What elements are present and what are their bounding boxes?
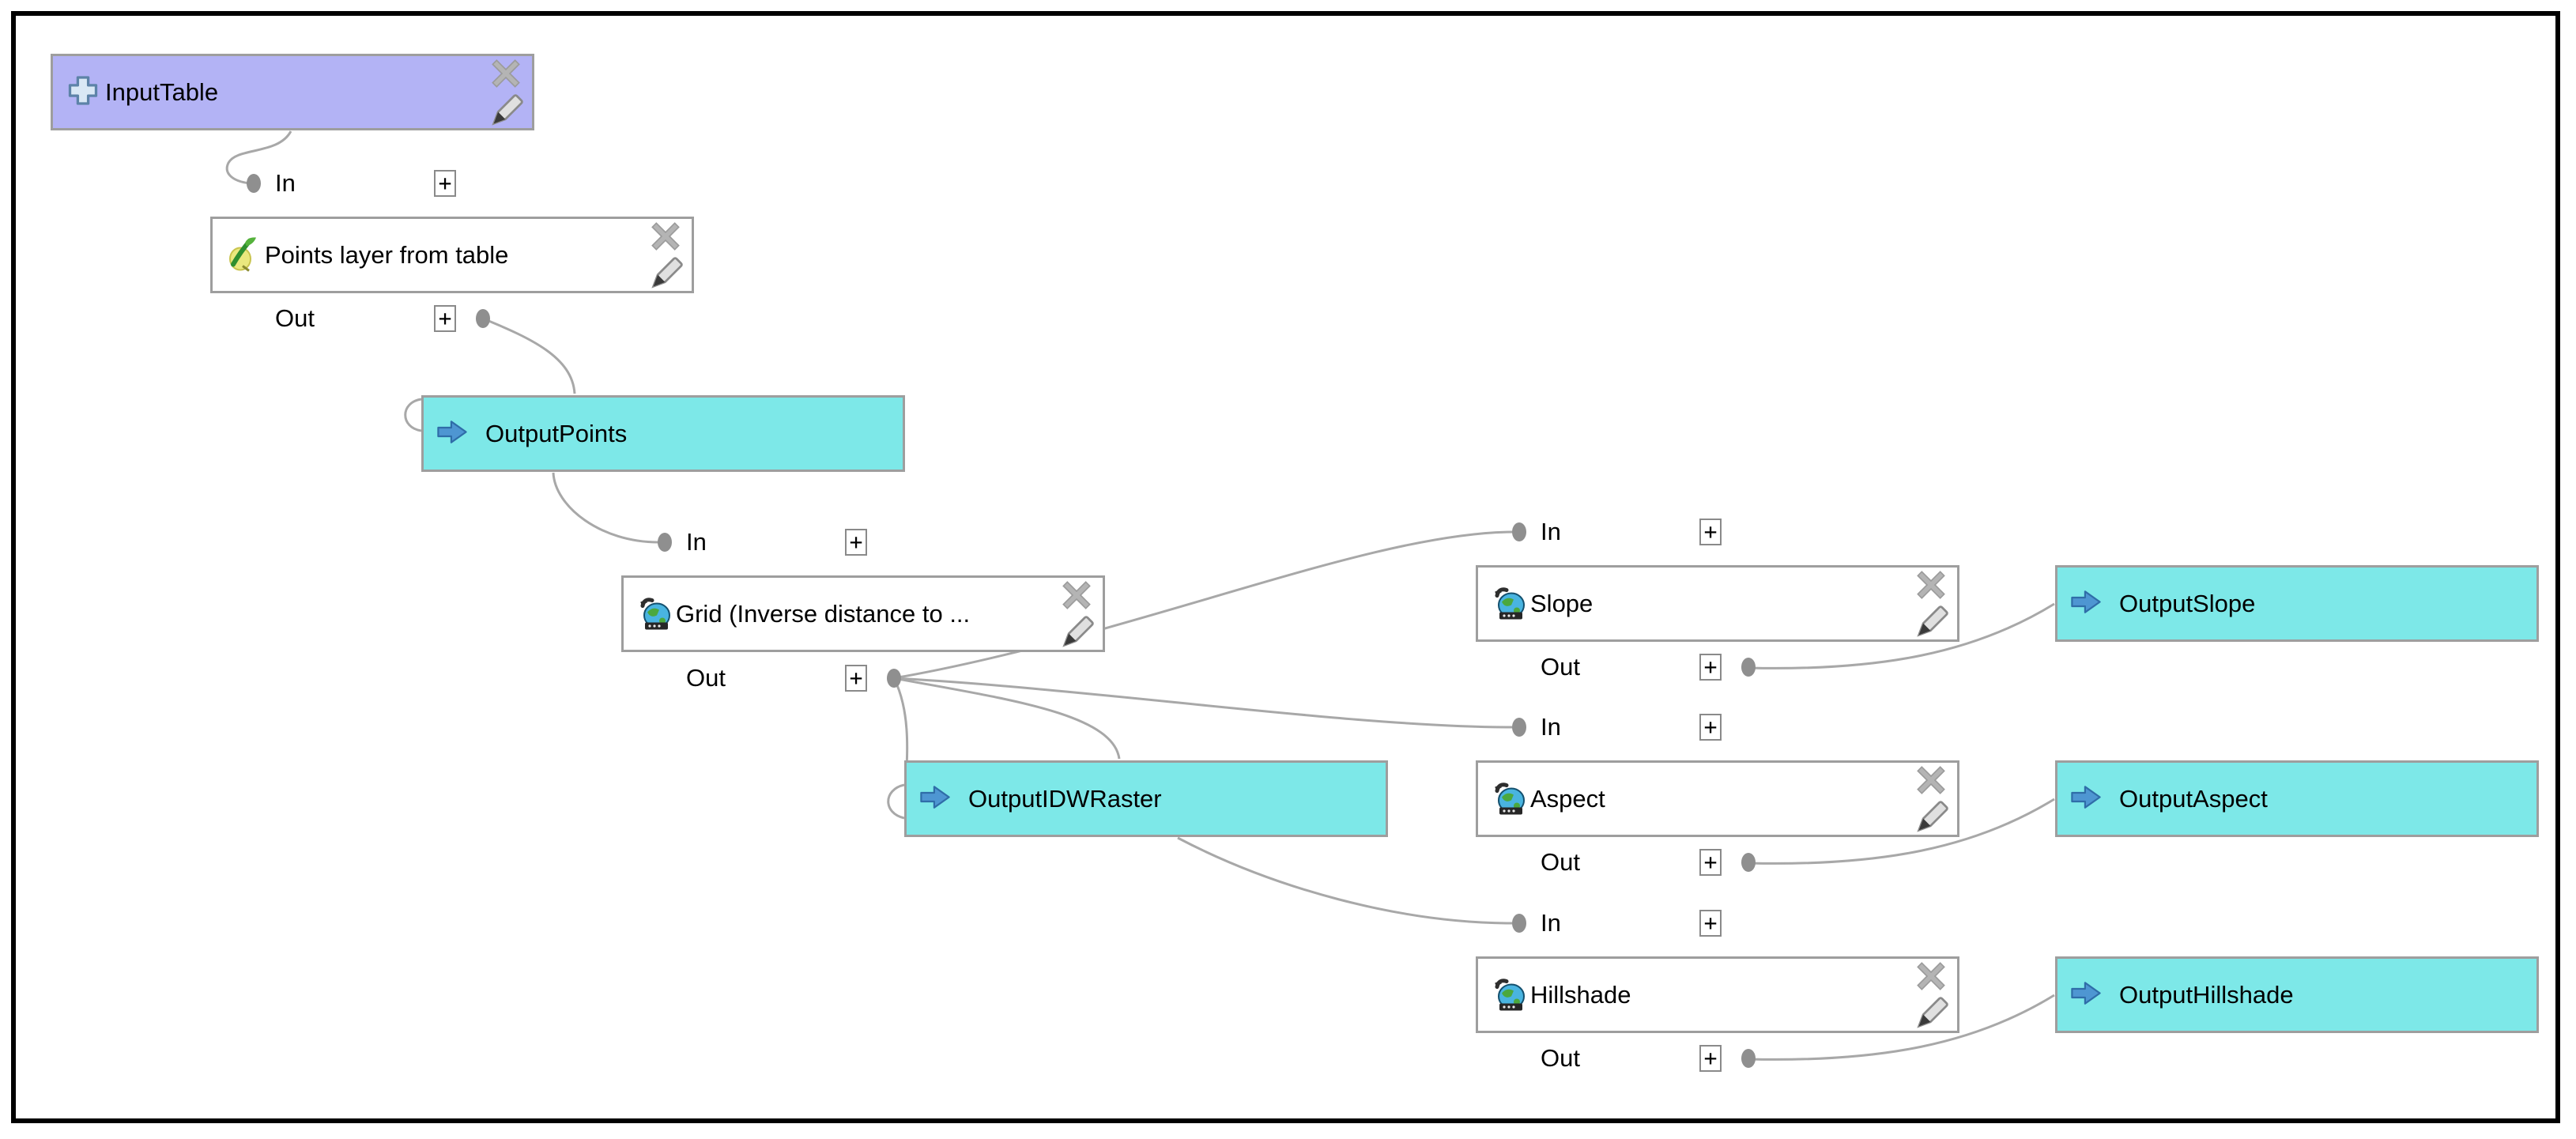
- connector: [893, 530, 1513, 680]
- port-label-in: In: [1541, 909, 1561, 937]
- connection-dot: [658, 533, 672, 552]
- node-label: OutputHillshade: [2119, 981, 2294, 1009]
- port-label-out: Out: [686, 664, 726, 692]
- expand-button[interactable]: +: [845, 665, 867, 692]
- connection-dot: [247, 174, 261, 193]
- input-plus-icon: [66, 73, 100, 111]
- node-label: Grid (Inverse distance to ...: [676, 600, 971, 628]
- connector: [893, 677, 1513, 729]
- saga-icon: [1491, 974, 1529, 1016]
- node-slope[interactable]: Slope: [1476, 565, 1959, 642]
- connector: [887, 783, 905, 820]
- expand-button[interactable]: +: [434, 305, 456, 332]
- connector: [1748, 602, 2055, 669]
- connector: [893, 677, 1121, 760]
- port-label-in: In: [275, 169, 296, 197]
- port-label-out: Out: [1541, 1044, 1580, 1072]
- connector: [482, 317, 576, 394]
- saga-icon: [636, 593, 674, 635]
- port-label-out: Out: [1541, 848, 1580, 876]
- node-grid-idw[interactable]: Grid (Inverse distance to ...: [621, 575, 1105, 652]
- node-label: Slope: [1530, 590, 1593, 617]
- expand-button[interactable]: +: [1699, 910, 1722, 937]
- expand-button[interactable]: +: [1699, 1045, 1722, 1072]
- node-label: Hillshade: [1530, 981, 1631, 1009]
- connector: [1748, 798, 2055, 865]
- expand-button[interactable]: +: [1699, 519, 1722, 545]
- connection-dot: [1512, 718, 1526, 737]
- node-label: OutputPoints: [485, 420, 628, 447]
- edit-pencil-icon[interactable]: [1062, 612, 1096, 650]
- connector: [1748, 994, 2055, 1061]
- node-output-hillshade[interactable]: OutputHillshade: [2055, 956, 2539, 1033]
- saga-icon: [1491, 583, 1529, 624]
- connector: [404, 398, 422, 432]
- edit-pencil-icon[interactable]: [1916, 602, 1951, 639]
- delete-icon[interactable]: [1060, 579, 1093, 611]
- node-points-layer[interactable]: Points layer from table: [210, 217, 694, 293]
- connector: [552, 472, 659, 544]
- port-label-in: In: [686, 528, 707, 556]
- edit-pencil-icon[interactable]: [651, 253, 685, 291]
- delete-icon[interactable]: [649, 221, 682, 252]
- expand-button[interactable]: +: [434, 170, 456, 197]
- node-label: InputTable: [105, 78, 219, 106]
- connection-dot: [887, 669, 901, 688]
- port-label-out: Out: [275, 304, 315, 332]
- node-hillshade[interactable]: Hillshade: [1476, 956, 1959, 1033]
- node-output-slope[interactable]: OutputSlope: [2055, 565, 2539, 642]
- delete-icon[interactable]: [1914, 960, 1948, 992]
- connector: [1177, 836, 1513, 925]
- port-label-in: In: [1541, 713, 1561, 741]
- node-output-points[interactable]: OutputPoints: [421, 395, 905, 472]
- edit-pencil-icon[interactable]: [491, 90, 526, 128]
- node-label: Aspect: [1530, 785, 1605, 813]
- output-arrow-icon: [919, 784, 951, 814]
- connection-dot: [476, 309, 490, 328]
- connection-dot: [1512, 522, 1526, 541]
- expand-button[interactable]: +: [1699, 654, 1722, 681]
- expand-button[interactable]: +: [1699, 849, 1722, 876]
- node-label: OutputAspect: [2119, 785, 2268, 813]
- expand-button[interactable]: +: [1699, 714, 1722, 741]
- delete-icon[interactable]: [489, 58, 522, 89]
- qgis-icon: [225, 234, 260, 276]
- output-arrow-icon: [2070, 589, 2102, 619]
- edit-pencil-icon[interactable]: [1916, 797, 1951, 835]
- node-label: OutputIDWRaster: [968, 785, 1162, 813]
- saga-icon: [1491, 778, 1529, 820]
- connector: [225, 130, 292, 185]
- connection-dot: [1741, 658, 1756, 677]
- port-label-out: Out: [1541, 653, 1580, 681]
- edit-pencil-icon[interactable]: [1916, 993, 1951, 1031]
- connection-dot: [1741, 853, 1756, 872]
- node-input-table[interactable]: InputTable: [51, 54, 534, 130]
- output-arrow-icon: [2070, 980, 2102, 1010]
- node-aspect[interactable]: Aspect: [1476, 760, 1959, 837]
- output-arrow-icon: [436, 419, 468, 449]
- node-label: Points layer from table: [265, 241, 509, 269]
- output-arrow-icon: [2070, 784, 2102, 814]
- port-label-in: In: [1541, 518, 1561, 545]
- delete-icon[interactable]: [1914, 569, 1948, 601]
- delete-icon[interactable]: [1914, 764, 1948, 796]
- connection-dot: [1741, 1049, 1756, 1068]
- node-label: OutputSlope: [2119, 590, 2256, 617]
- connection-dot: [1512, 914, 1526, 933]
- node-output-aspect[interactable]: OutputAspect: [2055, 760, 2539, 837]
- expand-button[interactable]: +: [845, 529, 867, 556]
- node-output-idw-raster[interactable]: OutputIDWRaster: [904, 760, 1388, 837]
